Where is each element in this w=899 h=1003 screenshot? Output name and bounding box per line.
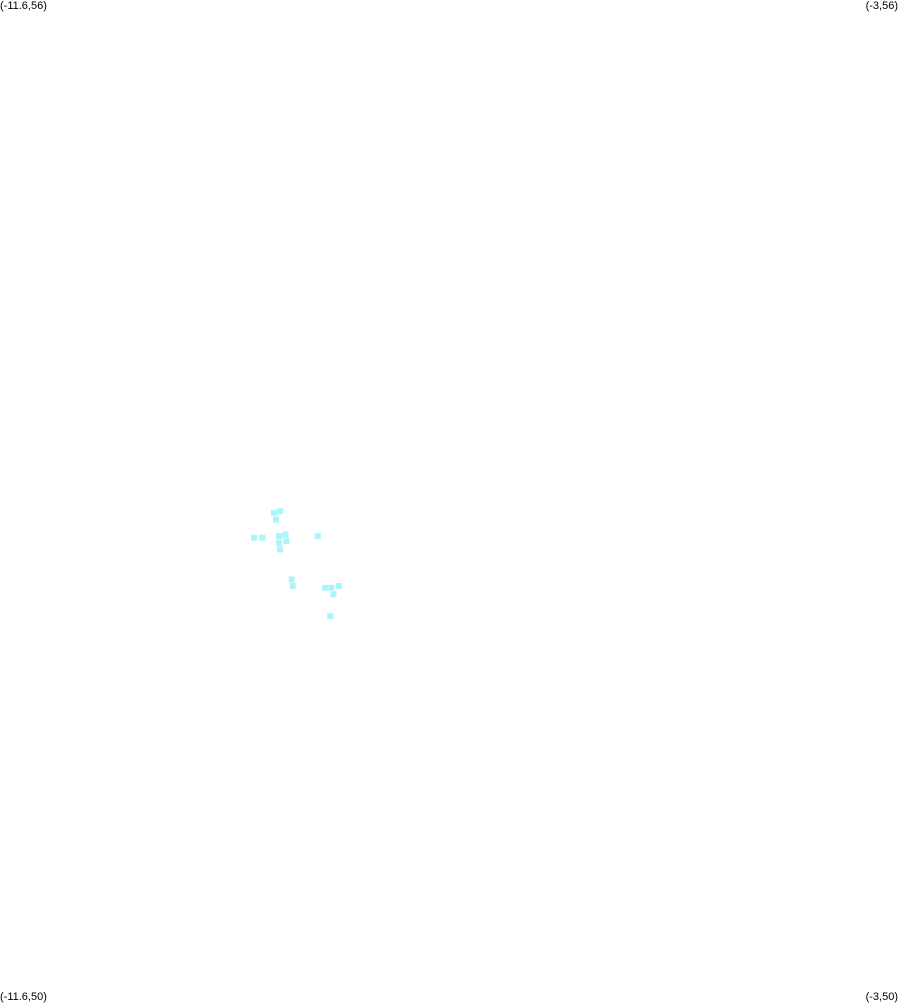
data-point xyxy=(288,576,295,583)
data-point xyxy=(273,516,279,523)
data-point xyxy=(276,539,283,546)
data-point xyxy=(276,533,283,540)
data-point xyxy=(327,613,334,620)
data-point xyxy=(330,591,337,598)
data-point xyxy=(289,583,296,590)
points-layer xyxy=(251,508,342,620)
data-point xyxy=(277,546,284,553)
data-point xyxy=(277,508,284,515)
data-point xyxy=(314,533,321,540)
corner-label-top-right: (-3,56) xyxy=(865,0,898,12)
data-point xyxy=(282,531,289,538)
data-point xyxy=(270,509,277,516)
data-point xyxy=(335,583,342,590)
data-point xyxy=(322,584,329,591)
data-point xyxy=(259,534,266,541)
data-point xyxy=(251,534,257,541)
corner-label-top-left: (-11.6,56) xyxy=(0,0,47,12)
data-point xyxy=(328,584,335,591)
data-point xyxy=(283,538,290,545)
